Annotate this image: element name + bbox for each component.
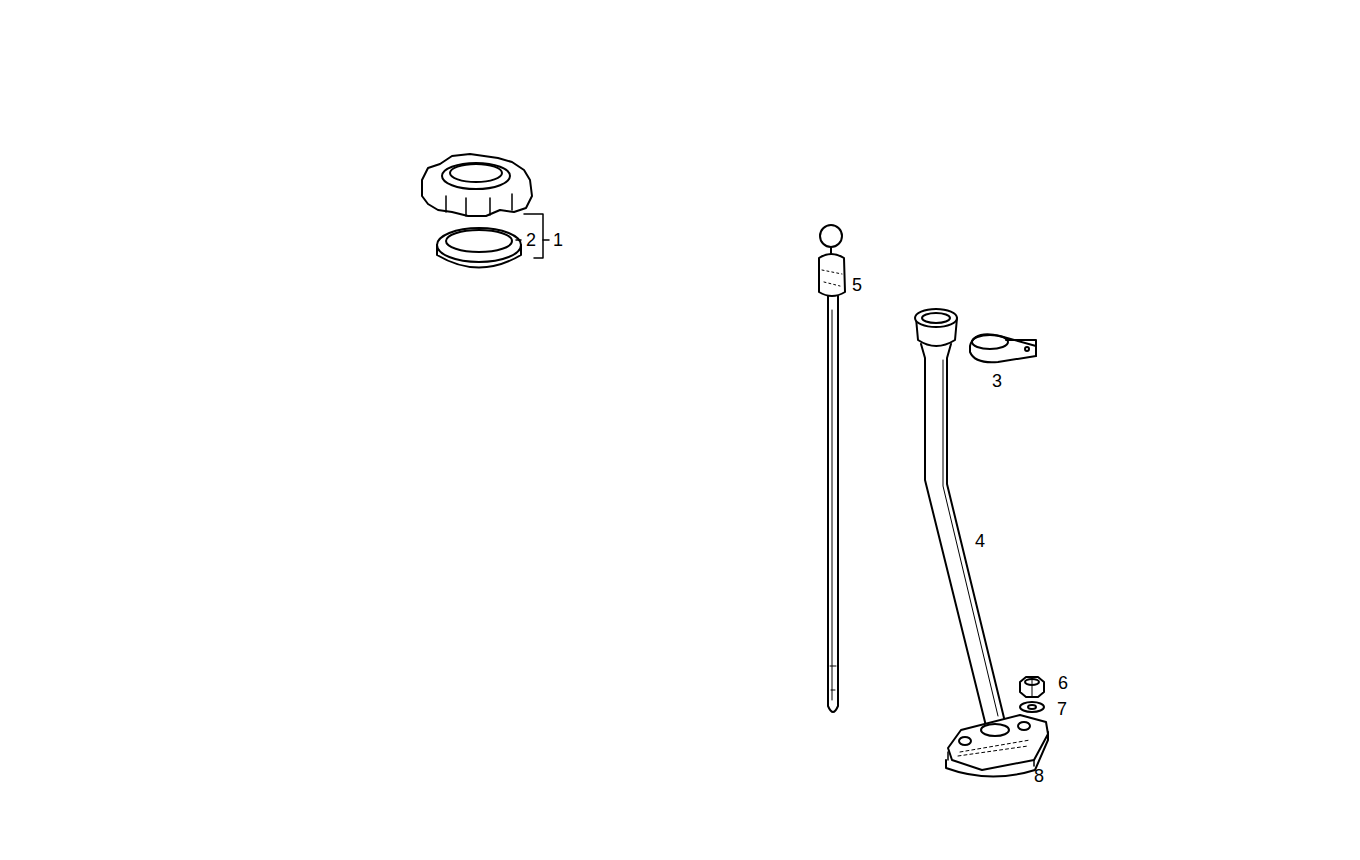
pipe-clamp [970, 334, 1036, 362]
callout-number: 8 [1034, 767, 1044, 785]
dipstick [819, 225, 845, 712]
callout-number: 3 [992, 372, 1002, 390]
callout-number: 1 [553, 231, 563, 249]
nut-washer [1020, 677, 1044, 712]
group-bracket [524, 214, 543, 258]
callout-number: 6 [1058, 674, 1068, 692]
guide-tube [915, 309, 1005, 726]
callout-number: 2 [526, 231, 536, 249]
filler-cap [422, 154, 532, 216]
cap-gasket [437, 228, 521, 268]
callout-number: 7 [1057, 700, 1067, 718]
tube-flange [946, 715, 1048, 777]
callout-number: 4 [975, 532, 985, 550]
callout-number: 5 [852, 276, 862, 294]
